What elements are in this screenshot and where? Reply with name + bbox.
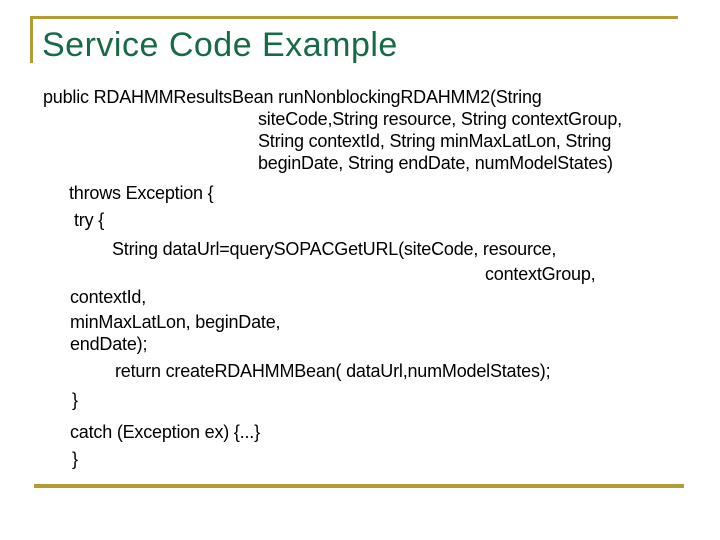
code-line-12: return createRDAHMMBean( dataUrl,numMode… — [115, 361, 551, 381]
code-line-2: siteCode,String resource, String context… — [258, 109, 622, 129]
code-line-3: String contextId, String minMaxLatLon, S… — [258, 131, 612, 151]
code-line-8: contextGroup, — [485, 264, 596, 284]
code-line-15: } — [72, 449, 78, 469]
bottom-accent-line — [34, 484, 684, 488]
code-line-5: throws Exception { — [69, 183, 214, 203]
code-line-14: catch (Exception ex) {...} — [70, 422, 260, 442]
code-line-10: minMaxLatLon, beginDate, — [70, 312, 281, 332]
code-line-13: } — [72, 390, 78, 410]
code-line-9: contextId, — [70, 287, 147, 307]
code-line-1: public RDAHMMResultsBean runNonblockingR… — [43, 87, 542, 107]
slide-title: Service Code Example — [42, 26, 398, 64]
code-line-4: beginDate, String endDate, numModelState… — [258, 153, 613, 173]
code-line-7: String dataUrl=querySOPACGetURL(siteCode… — [112, 239, 557, 259]
code-line-11: endDate); — [70, 334, 148, 354]
code-line-6: try { — [74, 210, 105, 230]
top-accent-line — [30, 16, 678, 19]
title-accent-bar — [30, 16, 33, 63]
